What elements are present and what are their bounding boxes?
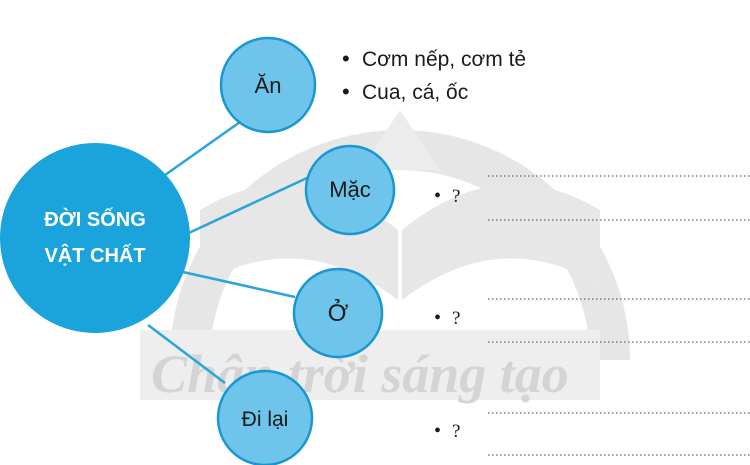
- node-mac-circle: [304, 144, 396, 236]
- connector-di-lai: [147, 324, 226, 384]
- node-an-label: Ăn: [255, 73, 282, 98]
- center-title-line2: VẬT CHẤT: [44, 243, 145, 267]
- center-title-line1: ĐỜI SỐNG: [44, 207, 146, 231]
- node-o-label: Ở: [328, 298, 349, 327]
- node-o-circle: [292, 267, 384, 359]
- answer-di-lai: • ?: [434, 412, 750, 456]
- an-item-2: Cua, cá, ốc: [362, 81, 468, 104]
- node-di-lai-circle: [216, 369, 314, 465]
- answer-o: • ?: [434, 298, 750, 343]
- connectors: [147, 120, 308, 384]
- an-items: • Cơm nếp, cơm tẻ • Cua, cá, ốc: [342, 46, 526, 104]
- node-mac: Mặc: [304, 144, 396, 236]
- node-an: Ăn: [219, 36, 317, 134]
- bullet-icon: •: [342, 79, 350, 104]
- connector-mac: [177, 176, 308, 240]
- book-icon: [200, 110, 600, 300]
- answer-mac: • ?: [434, 175, 750, 221]
- node-di-lai: Đi lại: [216, 369, 314, 465]
- node-di-lai-label: Đi lại: [242, 408, 289, 431]
- center-circle: [0, 143, 190, 333]
- answer-o-marker: ?: [452, 308, 460, 329]
- node-mac-label: Mặc: [329, 177, 371, 202]
- node-o: Ở: [292, 267, 384, 359]
- connector-an: [164, 120, 241, 177]
- an-item-1: Cơm nếp, cơm tẻ: [362, 48, 526, 71]
- watermark-text: Chân trời sáng tạo: [151, 344, 569, 404]
- node-an-circle: [219, 36, 317, 134]
- answer-mac-marker: ?: [452, 186, 460, 207]
- connector-o: [164, 266, 296, 299]
- bullet-icon: •: [434, 420, 441, 442]
- center-node: ĐỜI SỐNG VẬT CHẤT: [0, 143, 190, 333]
- bullet-icon: •: [342, 46, 350, 71]
- answer-di-lai-marker: ?: [452, 421, 460, 442]
- bullet-icon: •: [434, 185, 441, 207]
- bullet-icon: •: [434, 307, 441, 329]
